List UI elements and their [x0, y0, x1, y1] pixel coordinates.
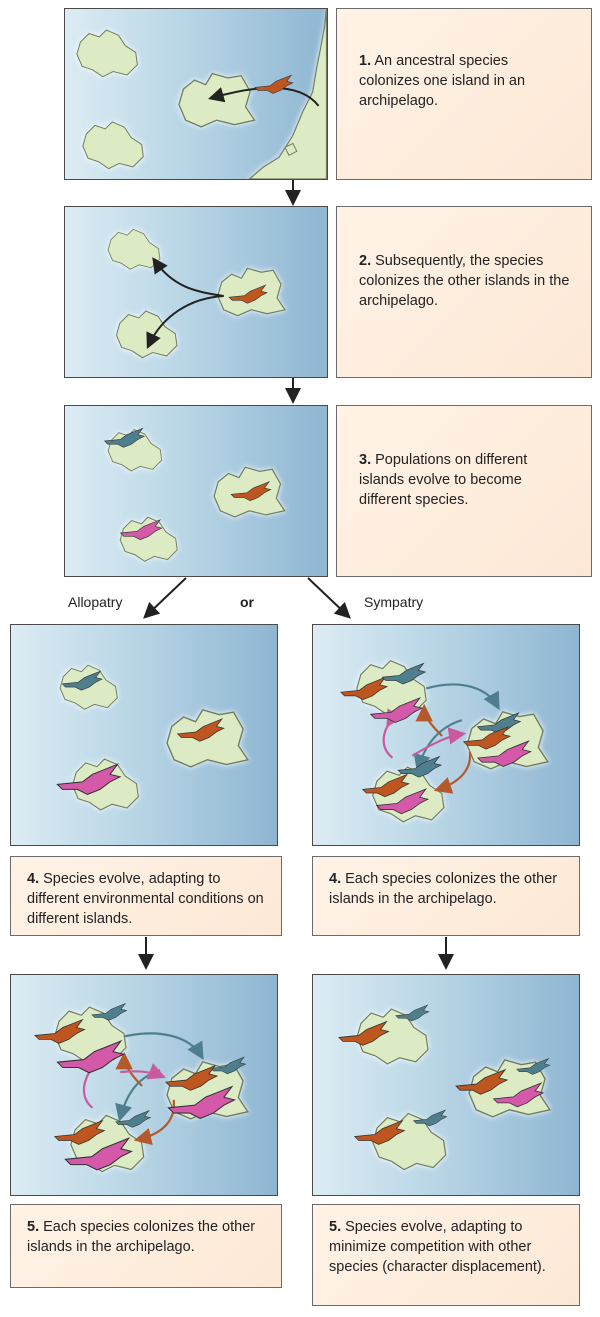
- island: [82, 121, 144, 170]
- island: [178, 72, 256, 128]
- arrow-to-sympatry: [307, 577, 351, 619]
- island: [76, 29, 139, 78]
- step-1-text: 1. An ancestral species colonizes one is…: [336, 8, 592, 180]
- step-5-allopatry-text: 5. Each species colonizes the other isla…: [10, 1204, 282, 1288]
- step-3-text: 3. Populations on different islands evol…: [336, 405, 592, 577]
- panel-step-3: [64, 405, 328, 577]
- island: [119, 516, 178, 562]
- mainland: [248, 9, 327, 179]
- bird-orange-icon: [254, 74, 294, 94]
- panel-step-5-allopatry: [10, 974, 278, 1196]
- panel-step-4-sympatry: [312, 624, 580, 846]
- step-4-sympatry-text: 4. Each species colonizes the other isla…: [312, 856, 580, 936]
- step-4-allopatry-text: 4. Species evolve, adapting to different…: [10, 856, 282, 936]
- allopatry-label: Allopatry: [68, 594, 123, 610]
- island-map-1: [76, 9, 327, 179]
- panel-step-5-sympatry: [312, 974, 580, 1196]
- step-2-text: 2. Subsequently, the species colonizes t…: [336, 206, 592, 378]
- sympatry-label: Sympatry: [364, 594, 424, 610]
- panel-step-1: [64, 8, 328, 180]
- step-5-sympatry-text: 5. Species evolve, adapting to minimize …: [312, 1204, 580, 1306]
- panel-step-4-allopatry: [10, 624, 278, 846]
- bird-blue-icon: [397, 756, 442, 778]
- arrow-to-allopatry: [143, 577, 187, 619]
- panel-step-2: [64, 206, 328, 378]
- or-label: or: [240, 594, 254, 610]
- island: [107, 228, 161, 270]
